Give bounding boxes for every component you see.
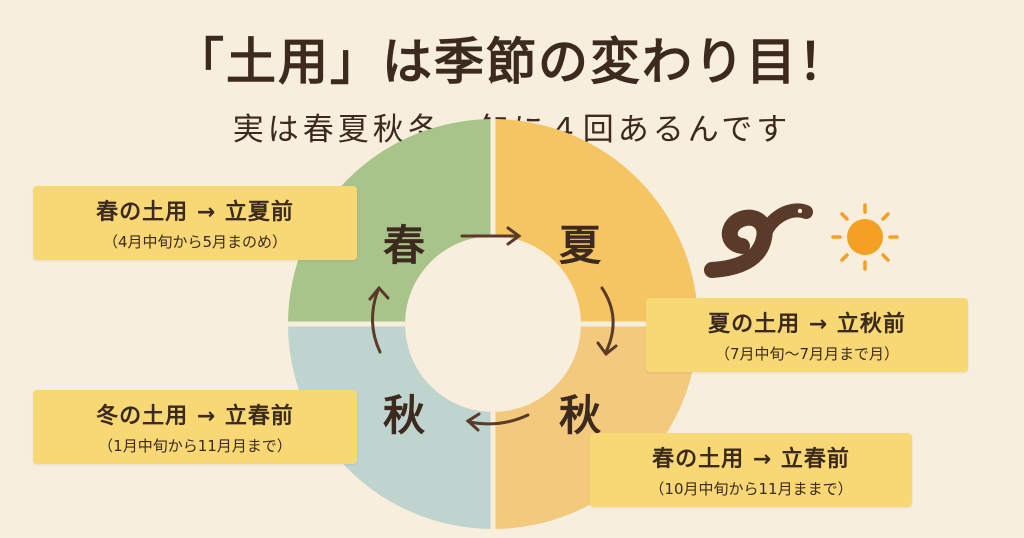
season-label-autumn-right: 秋	[558, 391, 601, 440]
winter-quadrant	[288, 324, 493, 529]
callout-winter: 冬の土用 → 立春前 （1月中旬から11月月まで）	[33, 390, 357, 464]
arrow-winter-to-spring	[368, 285, 390, 354]
callout-summer-sub: （7月中旬～7月月まで月）	[714, 345, 900, 363]
callout-spring: 春の土用 → 立夏前 （4月中旬から5月まのめ）	[33, 186, 357, 260]
season-label-spring: 春	[382, 221, 425, 270]
callout-summer-main: 夏の土用 → 立秋前	[708, 312, 906, 337]
callout-spring-sub: （4月中旬から5月まのめ）	[102, 233, 288, 251]
eel-icon	[704, 203, 813, 278]
callout-autumn-main: 春の土用 → 立春前	[652, 447, 850, 472]
callout-winter-main: 冬の土用 → 立春前	[96, 404, 294, 429]
sun-icon	[831, 203, 899, 271]
callout-autumn-sub: （10月中旬から11月ままで）	[649, 480, 853, 498]
callout-autumn: 春の土用 → 立春前 （10月中旬から11月ままで）	[590, 433, 912, 507]
summer-quadrant	[493, 119, 698, 324]
season-label-autumn-left: 秋	[382, 391, 425, 440]
spring-quadrant	[288, 119, 493, 324]
arrow-summer-to-autumn	[596, 286, 618, 357]
callout-spring-main: 春の土用 → 立夏前	[96, 200, 294, 225]
callout-summer: 夏の土用 → 立秋前 （7月中旬～7月月まで月）	[646, 298, 968, 372]
page-title: 「土用」は季節の変わり目！	[174, 33, 850, 91]
callout-winter-sub: （1月中旬から11月月まで）	[98, 437, 292, 455]
season-label-summer: 夏	[558, 221, 601, 270]
autumn-quadrant	[493, 324, 698, 529]
arrow-autumn-to-winter	[465, 412, 530, 432]
arrow-spring-to-summer	[460, 226, 522, 246]
